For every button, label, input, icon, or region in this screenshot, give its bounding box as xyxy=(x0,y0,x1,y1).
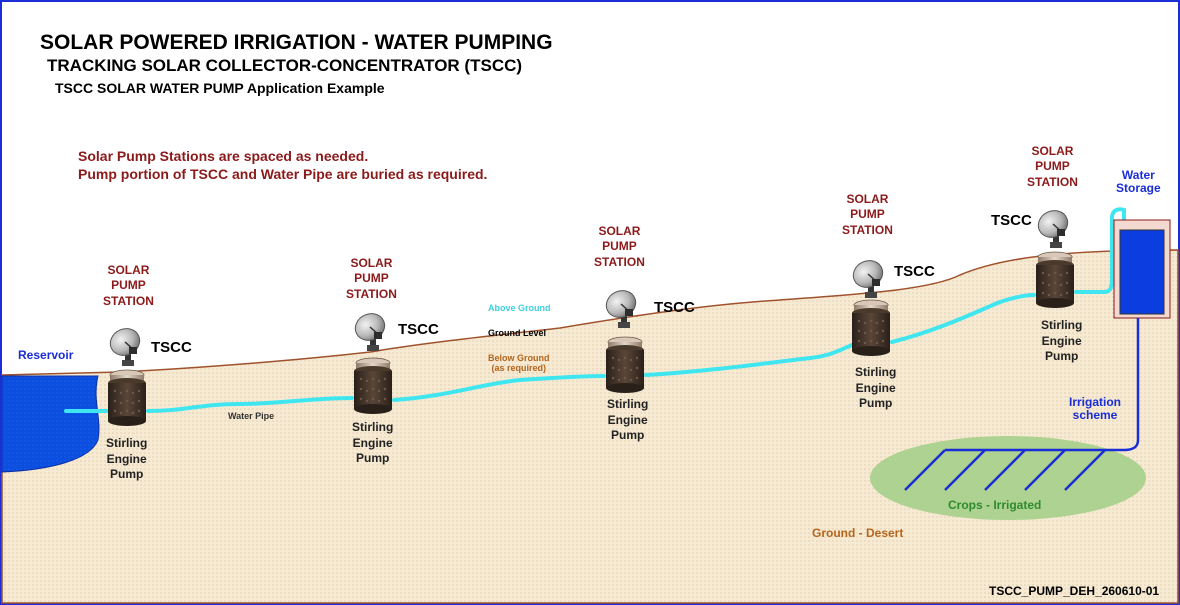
water-pipe-label: Water Pipe xyxy=(228,411,275,421)
below-ground-label: Below Ground(as required) xyxy=(488,353,550,373)
tscc-label-3: TSCC xyxy=(654,299,695,316)
crops-label: Crops - Irrigated xyxy=(948,498,1042,512)
note-line-2: Pump portion of TSCC and Water Pipe are … xyxy=(78,166,488,182)
title-line-1: SOLAR POWERED IRRIGATION - WATER PUMPING xyxy=(40,31,553,54)
title-line-2: TRACKING SOLAR COLLECTOR-CONCENTRATOR (T… xyxy=(47,56,523,75)
pump-station-1 xyxy=(105,323,147,427)
title-line-3: TSCC SOLAR WATER PUMP Application Exampl… xyxy=(55,80,385,96)
ground-desert-label: Ground - Desert xyxy=(812,526,904,540)
ground-level-label: Ground Level xyxy=(488,328,547,338)
document-id: TSCC_PUMP_DEH_260610-01 xyxy=(989,584,1160,598)
irrigation-pipe xyxy=(904,318,1140,491)
tscc-label-2: TSCC xyxy=(398,321,439,338)
tscc-label-4: TSCC xyxy=(894,263,935,280)
pump-station-5 xyxy=(1033,205,1075,309)
reservoir-label: Reservoir xyxy=(18,348,74,362)
reservoir xyxy=(1,375,100,473)
water-pipe xyxy=(64,207,1126,413)
above-ground-label: Above Ground xyxy=(488,303,551,313)
tscc-label-1: TSCC xyxy=(151,339,192,356)
note-line-1: Solar Pump Stations are spaced as needed… xyxy=(78,148,369,164)
tscc-label-5: TSCC xyxy=(991,212,1032,229)
